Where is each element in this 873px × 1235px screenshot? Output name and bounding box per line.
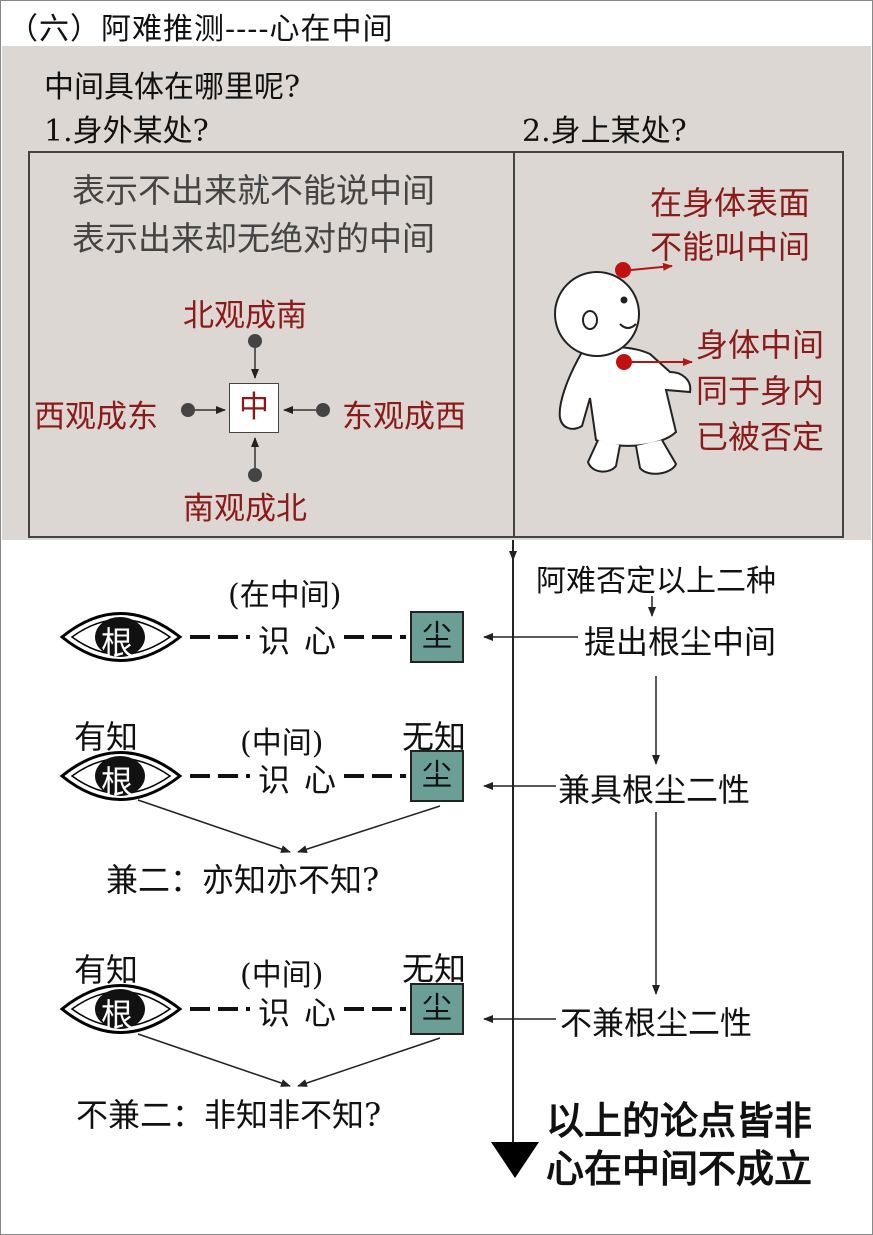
eye-gen-3 <box>59 984 183 1034</box>
row2-chen: 尘 <box>410 750 464 802</box>
left-text-1: 表示不出来就不能说中间 <box>72 171 435 210</box>
compass-south: 南观成北 <box>183 491 307 527</box>
gen-label-2: 根 <box>101 763 134 801</box>
flow-step-3: 不兼根尘二性 <box>560 1004 753 1042</box>
right-label-2b: 同于身内 <box>696 372 825 410</box>
row2-shi: 识 <box>258 761 291 799</box>
compass-north: 北观成南 <box>183 298 307 334</box>
row3-left-top: 有知 <box>74 951 139 989</box>
right-label-2c: 已被否定 <box>696 418 825 456</box>
conclusion-1: 以上的论点皆非 <box>546 1098 813 1143</box>
question-text: 中间具体在哪里呢? <box>44 70 301 105</box>
row3-shi: 识 <box>258 994 291 1032</box>
row1-paren: (在中间) <box>228 578 342 613</box>
row3-question: 不兼二：非知非不知? <box>76 1096 382 1134</box>
gen-label-1: 根 <box>101 624 134 662</box>
flow-step-2: 兼具根尘二性 <box>558 771 751 809</box>
option-1: 1.身外某处? <box>44 114 209 149</box>
row3-xin: 心 <box>304 994 337 1032</box>
child-figure <box>554 271 692 475</box>
page-title: （六）阿难推测----心在中间 <box>8 12 394 47</box>
flow-step-0: 阿难否定以上二种 <box>536 564 776 599</box>
row2-xin: 心 <box>304 761 337 799</box>
row1-shi: 识 <box>258 622 291 660</box>
options-box <box>28 151 844 538</box>
eye-gen-1 <box>59 612 183 662</box>
gen-label-3: 根 <box>101 996 134 1034</box>
row2-paren: (中间) <box>240 726 324 761</box>
compass-center: 中 <box>229 383 279 433</box>
compass-east: 东观成西 <box>342 399 466 435</box>
row3-right-top: 无知 <box>402 950 467 988</box>
row1-chen: 尘 <box>410 611 464 663</box>
row3-paren: (中间) <box>240 958 324 993</box>
conclusion-2: 心在中间不成立 <box>546 1146 813 1191</box>
option-2: 2.身上某处? <box>522 114 687 149</box>
right-label-1b: 不能叫中间 <box>650 228 811 266</box>
compass-arrows <box>181 334 330 482</box>
top-panel <box>2 46 871 540</box>
row3-chen: 尘 <box>410 983 464 1035</box>
row2-question: 兼二：亦知亦不知? <box>106 861 380 899</box>
right-label-1a: 在身体表面 <box>650 184 811 222</box>
row2-right-top: 无知 <box>402 718 467 756</box>
row2-left-top: 有知 <box>74 718 139 756</box>
options-divider <box>513 151 515 538</box>
compass-west: 西观成东 <box>34 399 158 435</box>
flow-step-1: 提出根尘中间 <box>584 623 777 661</box>
eye-gen-2 <box>59 751 183 801</box>
row1-xin: 心 <box>304 622 337 660</box>
left-text-2: 表示出来却无绝对的中间 <box>72 219 435 258</box>
right-label-2a: 身体中间 <box>696 326 825 364</box>
